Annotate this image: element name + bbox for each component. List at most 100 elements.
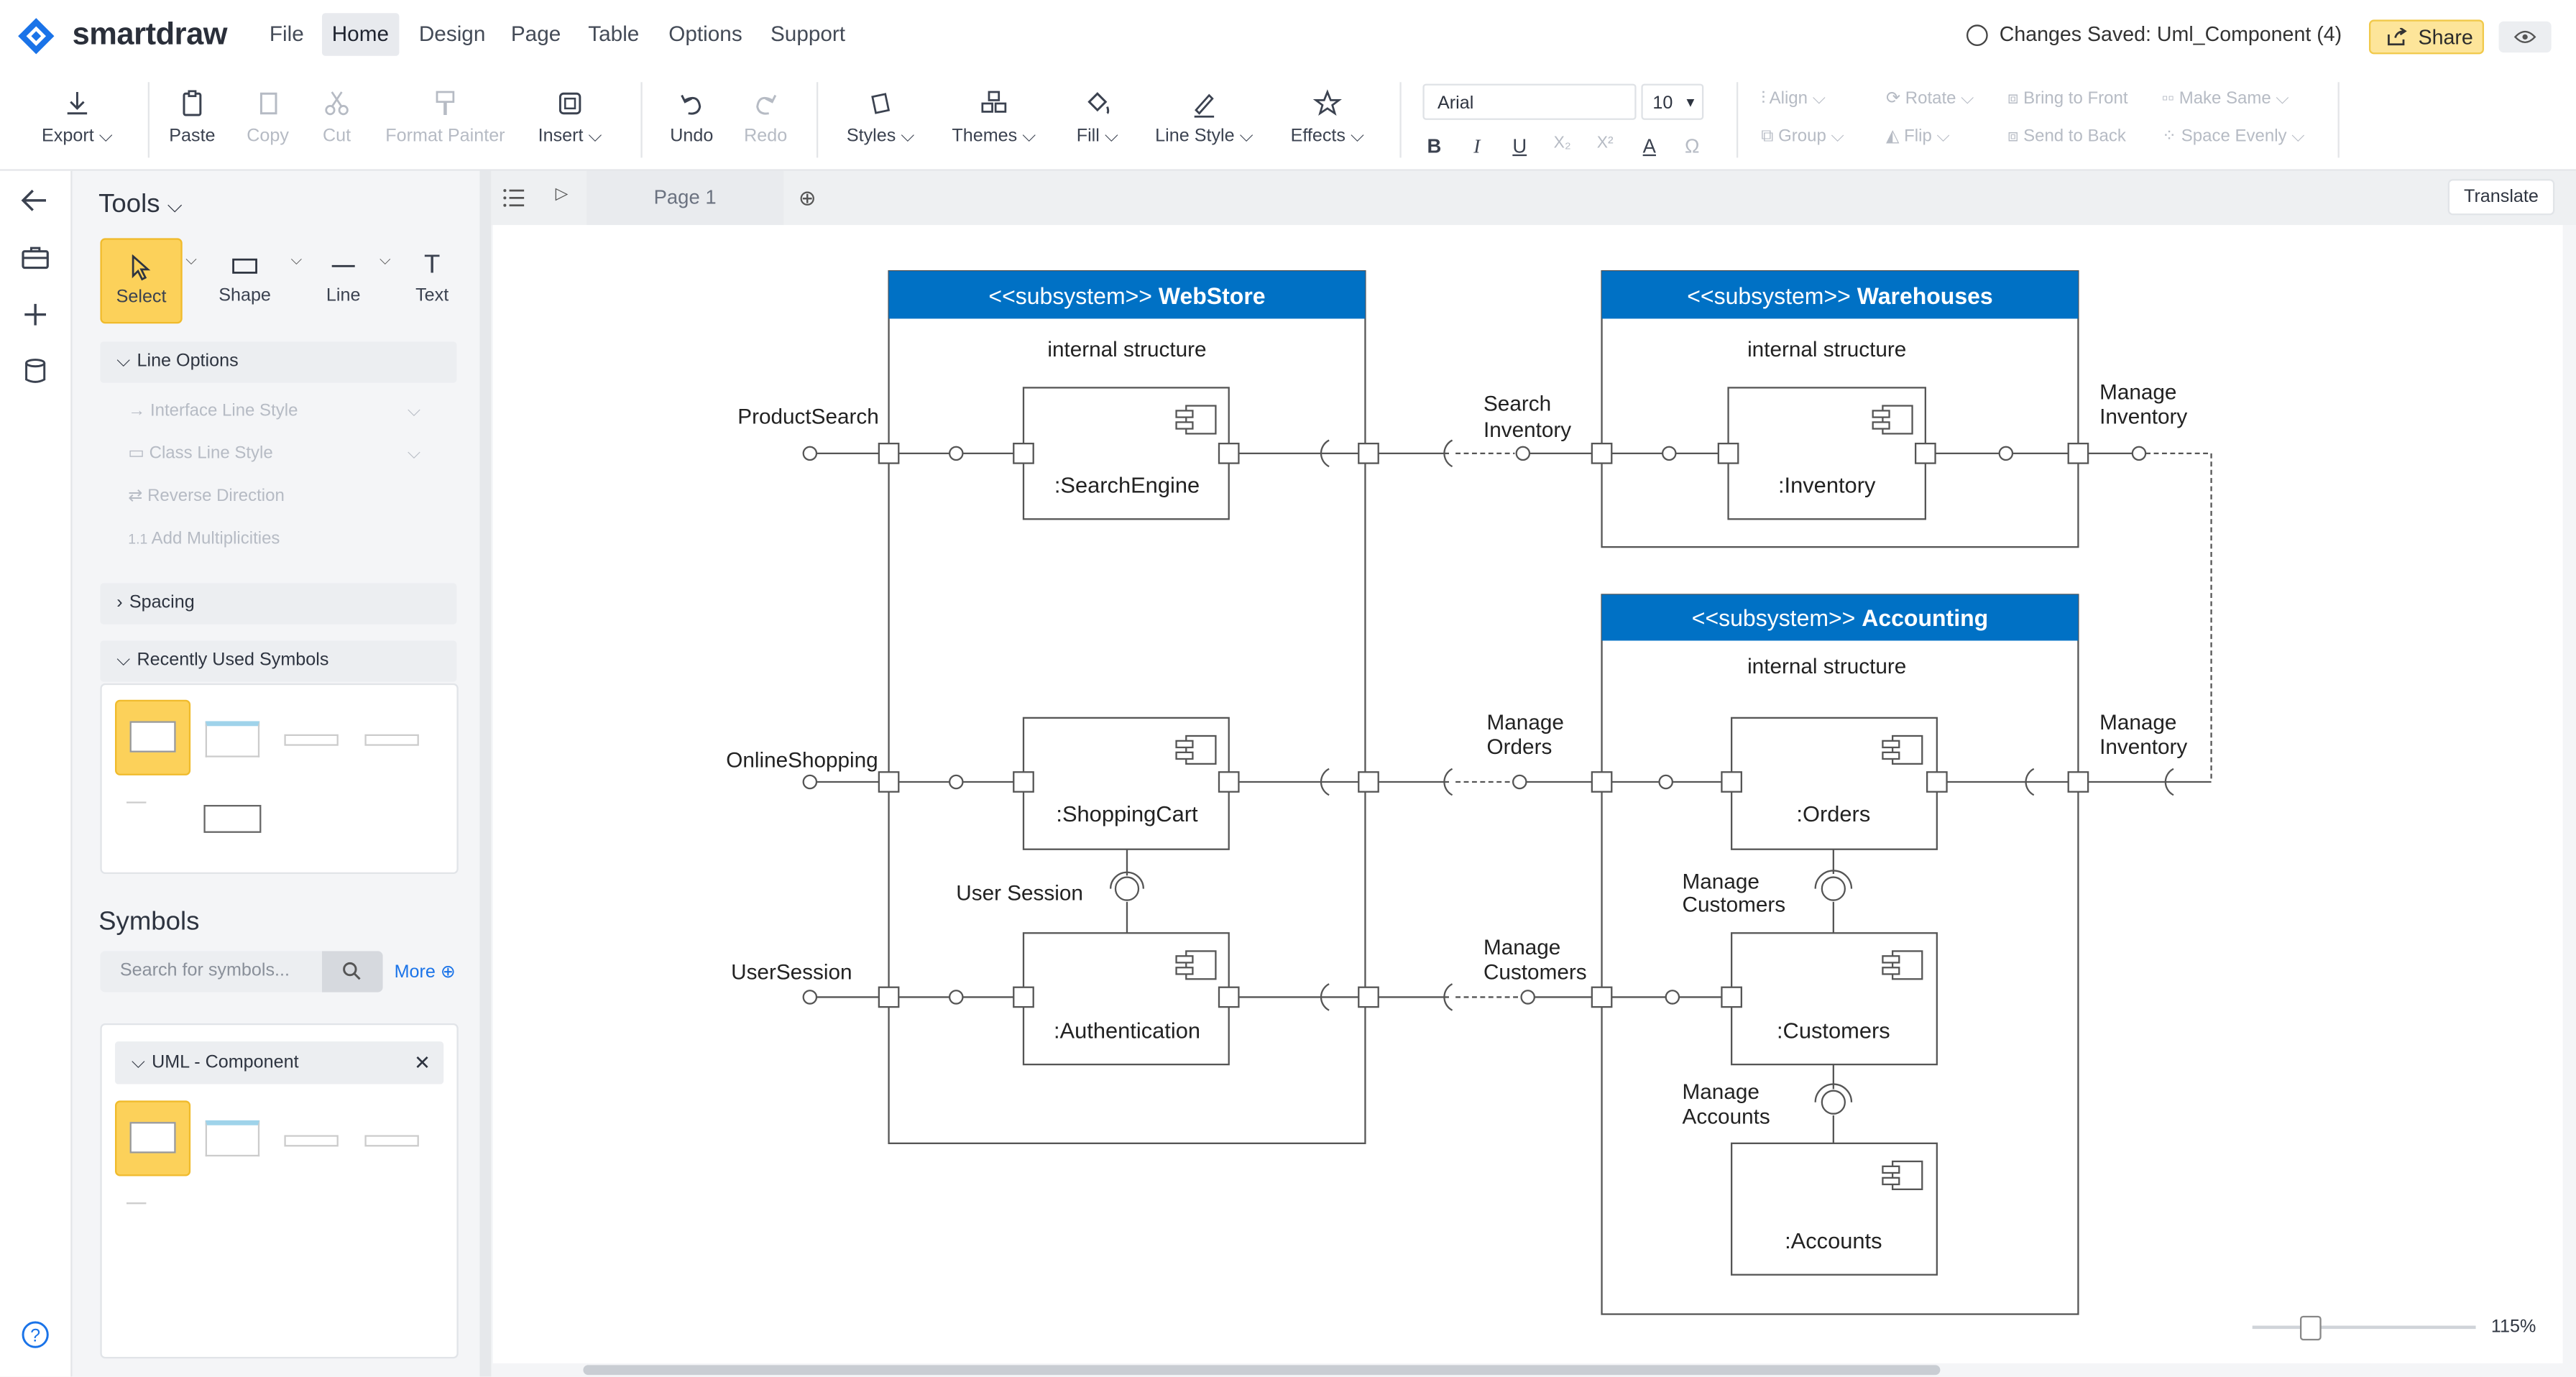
add-page-icon[interactable]: ⊕ — [798, 185, 816, 211]
recent-interface-symbol[interactable] — [364, 734, 419, 746]
styles-button[interactable]: Styles ⌵ — [838, 88, 924, 147]
special-character-icon[interactable]: Ω — [1684, 134, 1700, 158]
rotate-label: Rotate — [1905, 88, 1956, 109]
page-tab[interactable]: Page 1 — [586, 170, 784, 226]
reverse-direction-option[interactable]: ⇄ Reverse Direction — [128, 487, 285, 506]
insert-image-icon — [558, 92, 581, 115]
select-tool[interactable]: Select — [100, 238, 183, 324]
interface-symbol[interactable] — [364, 1135, 419, 1147]
menu-options[interactable]: Options — [668, 21, 742, 46]
shape-tool[interactable]: Shape — [203, 238, 285, 323]
tools-title[interactable]: Tools ⌵ — [98, 190, 182, 220]
line-tool[interactable]: Line — [303, 238, 385, 323]
recent-symbols-section[interactable]: ⌵Recently Used Symbols — [100, 640, 457, 682]
themes-button[interactable]: Themes ⌵ — [947, 88, 1042, 147]
group-button[interactable]: ⧉ Group ⌵ — [1761, 126, 1844, 147]
zoom-slider-thumb[interactable] — [2299, 1315, 2322, 1341]
font-family-select[interactable]: Arial — [1422, 83, 1637, 120]
recent-class-symbol[interactable] — [205, 721, 260, 757]
select-tool-chevron-icon[interactable]: ⌵ — [185, 251, 197, 268]
interface-line-style-option[interactable]: → Interface Line Style⌵ — [128, 400, 420, 421]
menu-table[interactable]: Table — [588, 21, 640, 46]
component-symbol[interactable] — [114, 1100, 191, 1176]
plus-icon[interactable] — [23, 303, 47, 327]
add-multiplicities-option[interactable]: 1.1 Add Multiplicities — [128, 529, 280, 548]
connector-symbol[interactable] — [126, 1202, 147, 1205]
effects-button[interactable]: Effects ⌵ — [1282, 88, 1374, 147]
recent-port-symbol[interactable] — [284, 734, 339, 746]
format-painter-button[interactable]: Format Painter — [381, 88, 509, 146]
line-options-section[interactable]: ⌵Line Options — [100, 341, 457, 383]
redo-button[interactable]: Redo — [737, 88, 794, 146]
share-button[interactable]: Share — [2368, 19, 2484, 55]
database-icon[interactable] — [24, 358, 46, 384]
more-label: More — [394, 962, 436, 982]
shape-tool-chevron-icon[interactable]: ⌵ — [290, 251, 303, 268]
font-color-icon[interactable]: A — [1642, 134, 1656, 158]
cut-button[interactable]: Cut — [312, 88, 362, 146]
group-icon: ⧉ — [1761, 126, 1779, 147]
bring-to-front-button[interactable]: ⧈ Bring to Front — [2007, 88, 2128, 110]
back-arrow-icon[interactable] — [19, 188, 49, 214]
align-button[interactable]: ⫶ Align ⌵ — [1761, 88, 1826, 109]
horizontal-scroll-thumb[interactable] — [583, 1365, 1941, 1376]
subscript-button[interactable]: X₂ — [1553, 134, 1571, 153]
help-icon[interactable]: ? — [22, 1321, 50, 1349]
flip-icon: ◭ — [1885, 126, 1905, 147]
library-name: UML - Component — [152, 1053, 299, 1073]
copy-label: Copy — [247, 126, 289, 147]
menu-home[interactable]: Home — [321, 13, 399, 56]
recent-component-symbol[interactable] — [114, 699, 191, 775]
bring-front-icon: ⧈ — [2007, 88, 2024, 109]
paste-button[interactable]: Paste — [165, 88, 221, 146]
italic-button[interactable]: I — [1473, 134, 1481, 158]
translate-button[interactable]: Translate — [2447, 179, 2555, 216]
export-button[interactable]: Export ⌵ — [36, 88, 118, 147]
line-tool-chevron-icon[interactable]: ⌵ — [379, 251, 391, 268]
bold-button[interactable]: B — [1427, 134, 1442, 158]
subsystem-symbol[interactable] — [205, 1120, 260, 1157]
drawing-canvas[interactable] — [492, 225, 2563, 1364]
make-same-label: Make Same — [2179, 88, 2271, 109]
preview-button[interactable] — [2498, 21, 2552, 53]
toolbox-icon[interactable] — [22, 247, 50, 270]
menu-file[interactable]: File — [269, 21, 304, 46]
undo-button[interactable]: Undo — [663, 88, 719, 146]
menu-support[interactable]: Support — [770, 21, 846, 46]
zoom-level[interactable]: 115% — [2485, 1312, 2542, 1343]
component-thumbnail — [129, 1122, 176, 1153]
superscript-button[interactable]: X² — [1596, 134, 1614, 153]
interface-line-style-label: Interface Line Style — [150, 400, 298, 421]
make-same-button[interactable]: ▫▫ Make Same ⌵ — [2161, 88, 2289, 109]
close-icon[interactable]: ✕ — [413, 1051, 431, 1074]
vertical-scrollbar[interactable] — [2562, 225, 2576, 1364]
recent-rectangle-symbol[interactable] — [203, 804, 262, 833]
more-symbols-link[interactable]: More ⊕ — [395, 961, 456, 982]
line-style-button[interactable]: Line Style ⌵ — [1150, 88, 1259, 147]
symbol-search-button[interactable] — [321, 951, 383, 993]
class-line-style-option[interactable]: ▭ Class Line Style⌵ — [128, 443, 420, 463]
send-to-back-button[interactable]: ⧈ Send to Back — [2007, 126, 2126, 148]
recent-line-symbol[interactable] — [126, 801, 147, 803]
caret-down-icon: ▼ — [1683, 95, 1697, 111]
space-evenly-button[interactable]: ⁘ Space Evenly ⌵ — [2161, 126, 2305, 147]
insert-button[interactable]: Insert ⌵ — [529, 88, 611, 147]
group-label: Group — [1778, 126, 1826, 147]
list-icon[interactable] — [502, 188, 525, 209]
menu-design[interactable]: Design — [418, 21, 486, 46]
font-size-select[interactable]: 10▼ — [1641, 83, 1704, 120]
fill-button[interactable]: Fill ⌵ — [1064, 88, 1130, 147]
menu-page[interactable]: Page — [510, 21, 561, 46]
text-tool[interactable]: T Text — [391, 238, 473, 323]
port-symbol[interactable] — [284, 1135, 339, 1147]
panel-splitter[interactable] — [479, 170, 492, 1377]
copy-button[interactable]: Copy — [240, 88, 296, 146]
flip-button[interactable]: ◭ Flip ⌵ — [1885, 126, 1950, 147]
library-header[interactable]: ⌵UML - Component ✕ — [114, 1041, 444, 1084]
zoom-slider-track[interactable] — [2252, 1325, 2476, 1330]
rotate-button[interactable]: ⟳ Rotate ⌵ — [1885, 88, 1974, 109]
spacing-section[interactable]: ›Spacing — [100, 583, 457, 625]
play-icon[interactable]: ▷ — [555, 185, 569, 204]
symbol-search-input[interactable]: Search for symbols... — [100, 951, 322, 993]
underline-button[interactable]: U — [1512, 134, 1527, 158]
